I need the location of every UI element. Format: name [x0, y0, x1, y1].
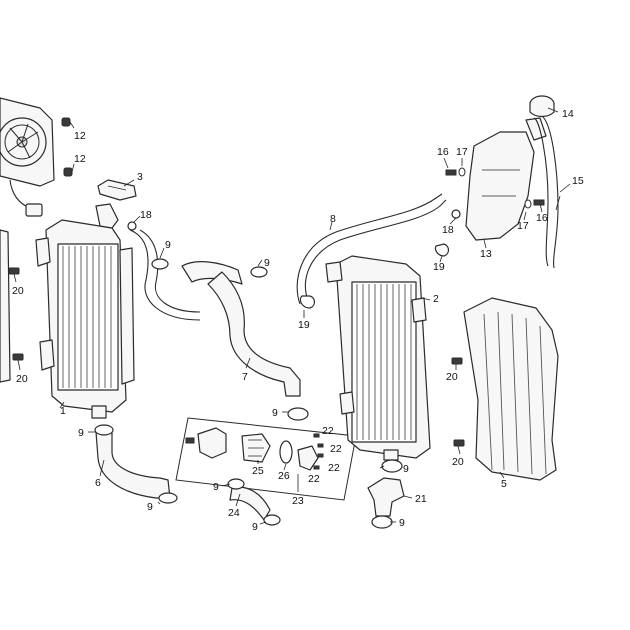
callout-17-right: 17: [517, 220, 529, 232]
callout-12-lower: 12: [74, 153, 86, 165]
callout-19-right: 19: [433, 261, 445, 273]
callout-20-lower-left: 20: [16, 373, 28, 385]
callout-22-d: 22: [308, 473, 320, 485]
callout-7: 7: [242, 371, 248, 383]
clamp-19-right: [434, 243, 450, 257]
callout-19-center: 19: [298, 319, 310, 331]
expansion-tank-13: [465, 115, 559, 269]
clamp-9-hose21: [371, 515, 393, 529]
callout-12-upper: 12: [74, 130, 86, 142]
callout-24: 24: [228, 507, 240, 519]
clamp-9-hose24-top: [227, 478, 245, 490]
callout-20-upper-right: 20: [446, 371, 458, 383]
callout-26: 26: [278, 470, 290, 482]
clamp-18-right: [451, 209, 461, 219]
callout-25: 25: [252, 465, 264, 477]
leader-lines: [13, 107, 571, 525]
callout-9-lower-left: 9: [78, 427, 84, 439]
callout-17-left: 17: [456, 146, 468, 158]
fan-assembly: [0, 97, 55, 383]
callout-22-c: 22: [328, 462, 340, 474]
callout-9-bottom-left: 9: [147, 501, 153, 513]
bolt-20-lower-left: [12, 353, 24, 361]
hose-7: [181, 261, 301, 397]
bolt-20-lower-right: [453, 439, 465, 447]
callout-20-lower-right: 20: [452, 456, 464, 468]
callout-3: 3: [137, 171, 143, 183]
callout-15: 15: [572, 175, 584, 187]
screw-12-lower: [63, 167, 73, 177]
callout-21: 21: [415, 493, 427, 505]
bolt-16-left: [445, 169, 457, 176]
right-radiator-2: [325, 255, 431, 461]
bolt-20-upper-left: [8, 267, 20, 275]
callout-9-center: 9: [264, 257, 270, 269]
clamp-9-center: [250, 266, 268, 278]
callout-23: 23: [292, 495, 304, 507]
callout-14: 14: [562, 108, 574, 120]
clamp-9-bottom-left: [158, 492, 178, 504]
clamp-9-upper-left: [151, 258, 169, 270]
clamp-9-lower-center: [287, 407, 309, 421]
clamp-9-hose24-bottom: [263, 514, 281, 526]
left-radiator-1: [35, 203, 135, 419]
callout-18-right: 18: [442, 224, 454, 236]
callout-5: 5: [501, 478, 507, 490]
screws-22: [313, 433, 324, 470]
callout-1: 1: [60, 405, 66, 417]
bolt-16-right: [533, 199, 545, 206]
clamp-18-left: [127, 221, 137, 231]
callout-20-upper-left: 20: [12, 285, 24, 297]
callout-16-left: 16: [437, 146, 449, 158]
washer-17-left: [458, 167, 466, 177]
o-ring-26: [279, 440, 293, 464]
radiator-cap-3: [97, 179, 137, 201]
thermostat-housing-25: [185, 427, 271, 463]
clamp-9-lower-left: [94, 424, 114, 436]
radiator-guard-5: [463, 297, 559, 481]
thermostat-cover: [297, 445, 319, 471]
screw-12-upper: [61, 117, 71, 127]
callout-2: 2: [433, 293, 439, 305]
callout-6: 6: [95, 477, 101, 489]
callouts: 12 12 3 18 9 20 20 1 9 6 9 9 7 8 19 9 22…: [12, 108, 584, 533]
callout-9-lower-center: 9: [272, 407, 278, 419]
thermostat-kit-23: [175, 417, 357, 501]
hose-6: [95, 431, 171, 499]
clamp-9-right-radiator: [381, 459, 403, 473]
washer-17-right: [524, 199, 532, 209]
hose-small-left: [129, 229, 201, 321]
callout-9-hose24-top: 9: [213, 481, 219, 493]
callout-9-hose21: 9: [399, 517, 405, 529]
tank-cap-14: [529, 95, 555, 118]
callout-13: 13: [480, 248, 492, 260]
hose-21: [367, 477, 405, 517]
callout-18-left: 18: [140, 209, 152, 221]
callout-9-upper-left: 9: [165, 239, 171, 251]
callout-9-hose24-bottom: 9: [252, 521, 258, 533]
callout-22-b: 22: [330, 443, 342, 455]
callout-8: 8: [330, 213, 336, 225]
callout-16-right: 16: [536, 212, 548, 224]
hose-8: [296, 193, 447, 305]
callout-22-a: 22: [322, 425, 334, 437]
bolt-20-upper-right: [451, 357, 463, 365]
callout-9-right-radiator: 9: [403, 463, 409, 475]
clamp-19-center: [299, 295, 316, 309]
